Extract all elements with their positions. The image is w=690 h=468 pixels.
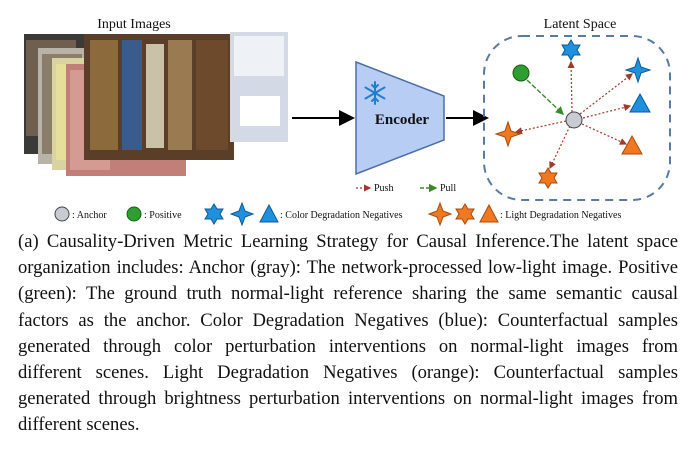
pull-legend-label: Pull xyxy=(440,183,456,194)
legend-color-star4 xyxy=(229,201,255,227)
legend-color-star6 xyxy=(204,203,224,225)
latent-anchor xyxy=(565,111,583,129)
legend-light-star4 xyxy=(427,201,453,227)
legend-positive-marker xyxy=(126,206,142,222)
input-images-title: Input Images xyxy=(97,17,170,32)
latent-light-negative-star6 xyxy=(538,167,558,189)
latent-color-negative-star4 xyxy=(624,56,652,84)
encoder-block xyxy=(355,60,445,176)
legend-anchor-marker xyxy=(54,206,70,222)
encoder-label: Encoder xyxy=(375,112,430,128)
legend-color-triangle xyxy=(259,203,279,223)
push-arrows xyxy=(514,60,633,170)
push-legend-label: Push xyxy=(374,183,393,194)
latent-color-negative-triangle xyxy=(629,92,651,113)
legend-light-triangle xyxy=(479,203,499,223)
latent-light-negative-star4 xyxy=(494,120,522,148)
legend-light-star6 xyxy=(455,203,475,225)
latent-positive xyxy=(512,64,530,82)
latent-space-title: Latent Space xyxy=(544,17,617,32)
snowflake-icon xyxy=(364,81,386,105)
figure-legend: : Anchor : Positive : Color Degradation … xyxy=(54,201,621,227)
legend-anchor-label: : Anchor xyxy=(72,210,107,221)
latent-light-negative-triangle xyxy=(621,134,643,155)
latent-space-region xyxy=(483,35,671,201)
legend-color-negatives-label: : Color Degradation Negatives xyxy=(280,210,403,221)
input-image-stack xyxy=(24,32,288,176)
latent-color-negative-star6 xyxy=(561,39,581,61)
figure-caption: (a) Causality-Driven Metric Learning Str… xyxy=(18,231,678,436)
legend-positive-label: : Positive xyxy=(144,210,182,221)
legend-light-negatives-label: : Light Degradation Negatives xyxy=(500,210,621,221)
pull-arrow xyxy=(526,79,565,115)
method-figure: Input Images Encoder Latent Space xyxy=(24,17,671,227)
